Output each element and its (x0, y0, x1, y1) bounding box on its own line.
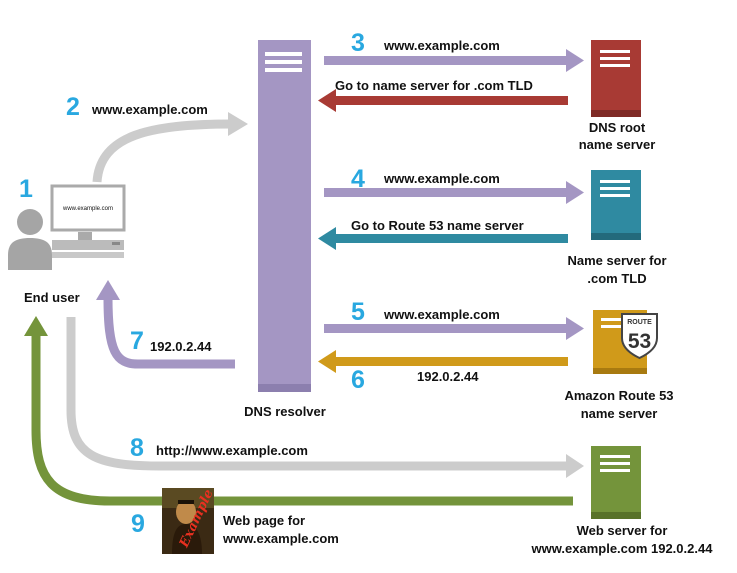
arrow-step9 (31, 334, 573, 506)
arrowhead-step3 (566, 49, 584, 72)
tld-server-icon (591, 170, 641, 240)
dns-resolver-server (258, 40, 311, 392)
computer-icon (50, 184, 126, 258)
web-server-icon (591, 446, 641, 519)
step-number-7: 7 (130, 327, 144, 355)
arrowhead-step8 (566, 454, 584, 478)
tld-server-label-line2: .com TLD (587, 271, 646, 286)
step3-reply-label: Go to name server for .com TLD (335, 78, 533, 93)
arrowhead-step3-reply (318, 89, 336, 112)
arrow-step3-reply (334, 96, 568, 105)
arrow-step4-query (324, 188, 568, 197)
dns-root-server-icon (591, 40, 641, 117)
arrowhead-step2 (228, 112, 248, 136)
step-number-2: 2 (66, 93, 80, 121)
root-server-label-line1: DNS root (589, 120, 646, 135)
step2-query-label: www.example.com (91, 102, 208, 117)
svg-text:53: 53 (628, 330, 651, 353)
arrow-step7 (103, 297, 235, 369)
browser-url-text: www.example.com (62, 206, 113, 212)
web-server-label-line1: Web server for (577, 523, 668, 538)
step9-label-line2: www.example.com (222, 531, 339, 546)
arrow-step3-query (324, 56, 568, 65)
step-number-3: 3 (351, 29, 365, 57)
step3-query-label: www.example.com (383, 38, 500, 53)
arrowhead-step7 (96, 280, 120, 300)
route53-server-label-line1: Amazon Route 53 (564, 388, 673, 403)
svg-text:ROUTE: ROUTE (627, 319, 652, 326)
step-number-4: 4 (351, 165, 365, 193)
step6-reply-label: 192.0.2.44 (417, 369, 479, 384)
step-number-8: 8 (130, 434, 144, 462)
end-user-label: End user (24, 290, 80, 305)
step-number-1: 1 (19, 175, 33, 203)
arrowhead-step4-reply (318, 227, 336, 250)
arrowhead-step5 (566, 317, 584, 340)
arrowhead-step4 (566, 181, 584, 204)
step-number-9: 9 (131, 510, 145, 538)
arrowhead-step6-reply (318, 350, 336, 373)
step-number-5: 5 (351, 298, 365, 326)
arrowhead-step9 (24, 316, 48, 336)
route-53-shield-icon: ROUTE 53 (621, 313, 658, 360)
step9-label-line1: Web page for (223, 513, 305, 528)
tld-server-label-line1: Name server for (568, 253, 667, 268)
step-number-6: 6 (351, 366, 365, 394)
arrow-step6-reply (334, 357, 568, 366)
arrow-step4-reply (334, 234, 568, 243)
step4-reply-label: Go to Route 53 name server (351, 218, 524, 233)
step7-reply-label: 192.0.2.44 (150, 339, 212, 354)
web-page-thumbnail-icon: Example (162, 487, 217, 554)
step4-query-label: www.example.com (383, 171, 500, 186)
web-server-label-line2: www.example.com 192.0.2.44 (531, 541, 714, 556)
user-icon (8, 209, 52, 270)
route53-server-label-line2: name server (581, 406, 658, 421)
root-server-label-line2: name server (579, 137, 656, 152)
step8-request-label: http://www.example.com (156, 443, 308, 458)
dns-resolver-label: DNS resolver (244, 404, 326, 419)
arrow-step5-query (324, 324, 568, 333)
step5-query-label: www.example.com (383, 307, 500, 322)
arrow-step2 (92, 119, 233, 183)
arrow-step8 (66, 317, 568, 471)
